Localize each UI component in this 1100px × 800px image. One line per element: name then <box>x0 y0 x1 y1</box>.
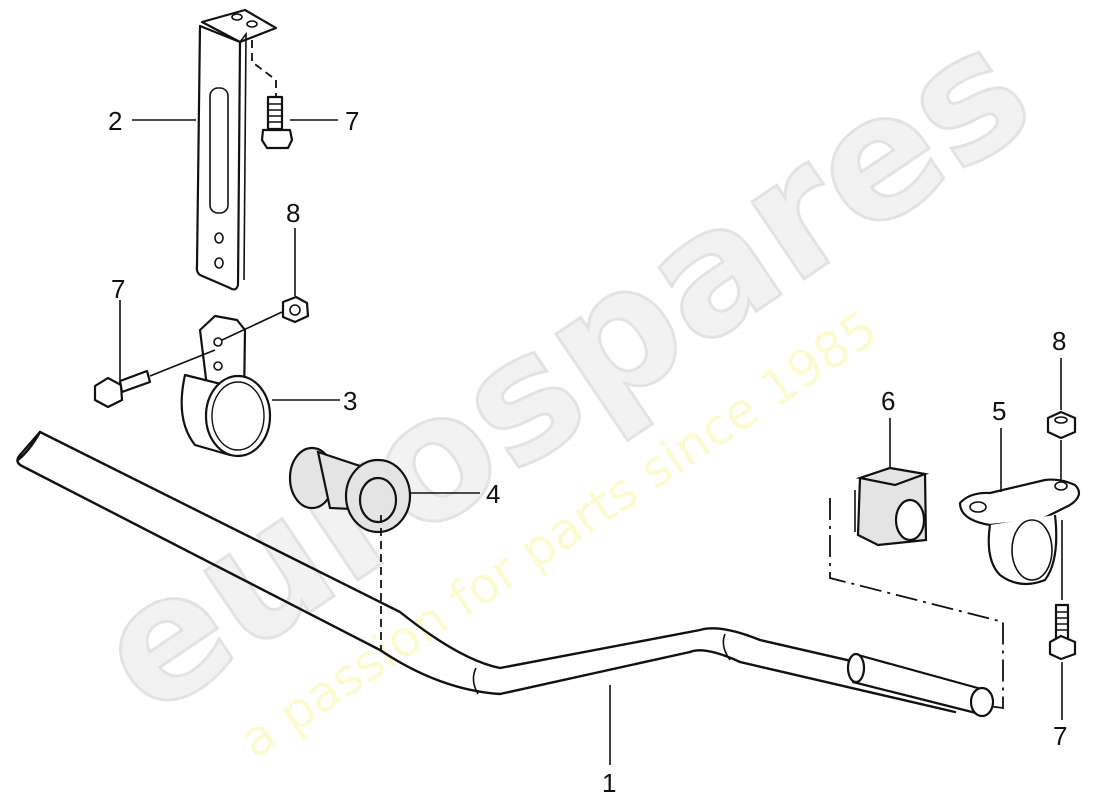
mounting-bracket[interactable] <box>195 8 278 291</box>
bolt-right[interactable] <box>1048 603 1077 661</box>
callout-6[interactable]: 6 <box>881 386 895 416</box>
callouts: 1 2 3 4 5 6 7 7 7 8 8 <box>108 106 1067 798</box>
clamp[interactable] <box>180 311 283 458</box>
stabilizer-bar[interactable] <box>16 430 995 718</box>
callout-5[interactable]: 5 <box>992 396 1006 426</box>
bar-bracket[interactable] <box>958 478 1081 586</box>
rubber-mount[interactable] <box>854 466 930 547</box>
callout-4[interactable]: 4 <box>486 479 500 509</box>
nut-right[interactable] <box>1046 410 1077 600</box>
callout-8-right[interactable]: 8 <box>1052 326 1066 356</box>
nut-left[interactable] <box>281 295 310 324</box>
assembly-guide-line <box>829 498 1004 710</box>
callout-1[interactable]: 1 <box>602 768 616 798</box>
leader-lines <box>119 119 1063 765</box>
callout-7-right[interactable]: 7 <box>1053 721 1067 751</box>
callout-3[interactable]: 3 <box>343 386 357 416</box>
bolt-left[interactable] <box>93 349 216 409</box>
callout-8-left[interactable]: 8 <box>286 198 300 228</box>
callout-2[interactable]: 2 <box>108 106 122 136</box>
callout-7-left[interactable]: 7 <box>111 274 125 304</box>
rubber-bushing[interactable] <box>288 446 412 650</box>
callout-7-upper[interactable]: 7 <box>345 106 359 136</box>
bolt-upper[interactable] <box>260 95 294 150</box>
